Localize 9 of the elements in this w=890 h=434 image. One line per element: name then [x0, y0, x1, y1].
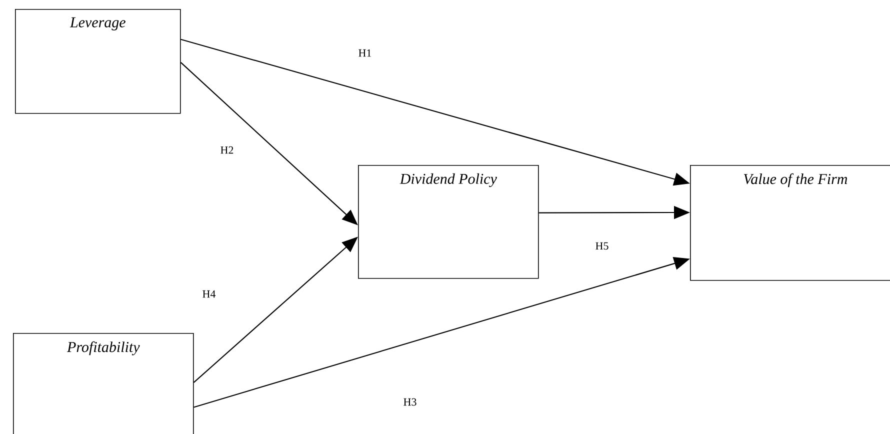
- concept-box: Value of the Firm: [690, 165, 890, 281]
- concept-box: Dividend Policy: [358, 165, 539, 279]
- edge-label: H1: [357, 48, 373, 58]
- edge-label: H4: [201, 289, 217, 299]
- concept-box: Profitability: [13, 333, 194, 434]
- concept-box: Leverage: [15, 9, 181, 114]
- edge-label: H2: [219, 145, 235, 155]
- edge-label: H3: [402, 397, 418, 407]
- edge-label: H5: [594, 241, 610, 251]
